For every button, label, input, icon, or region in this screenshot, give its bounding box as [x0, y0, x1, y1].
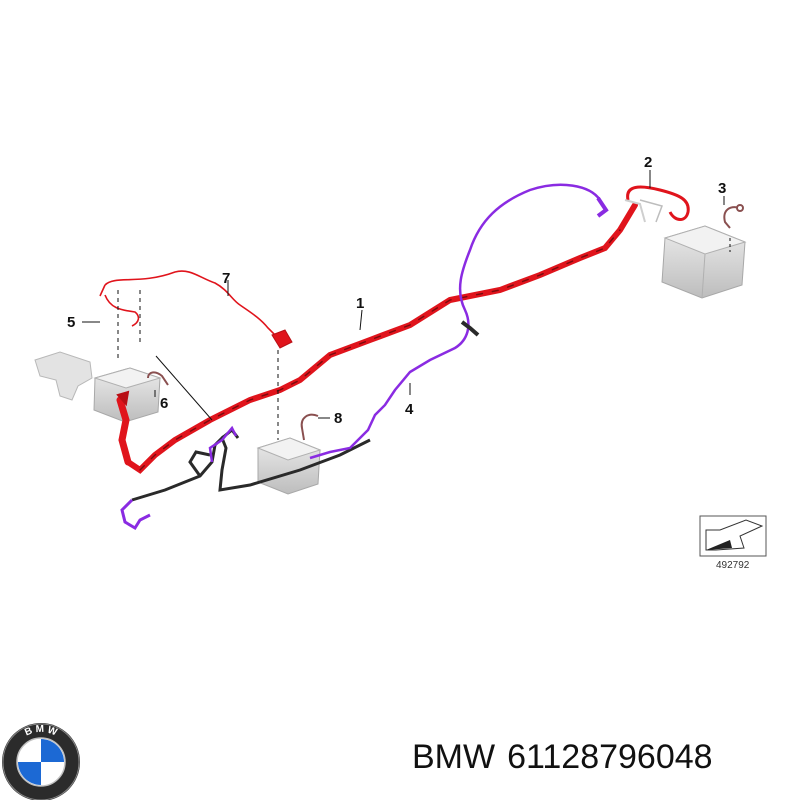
callout-6: 6 — [160, 395, 168, 412]
callout-3: 3 — [718, 180, 726, 197]
logo-text: B M W — [23, 724, 59, 739]
cable-8 — [300, 413, 319, 441]
cable-3 — [723, 204, 744, 229]
positive-cable-2 — [624, 185, 690, 223]
positive-cable — [116, 202, 638, 474]
harness-cable — [131, 427, 371, 502]
callout-7: 7 — [222, 270, 230, 287]
callout-8: 8 — [334, 410, 342, 427]
cable-6 — [147, 371, 169, 386]
callout-5: 5 — [67, 314, 75, 331]
battery-icon — [256, 437, 322, 495]
negative-cable — [120, 183, 609, 531]
cable-7 — [99, 270, 281, 341]
battery-icon — [661, 225, 747, 299]
bracket-part — [34, 351, 93, 401]
part-number: 61128796048 — [507, 738, 713, 776]
callout-4: 4 — [405, 401, 414, 418]
callout-2: 2 — [644, 154, 652, 171]
bmw-roundel-icon: B M W — [2, 723, 80, 800]
brand-name: BMW — [412, 738, 496, 776]
leader-lines — [82, 170, 731, 440]
part-caption: BMW 61128796048 — [412, 738, 713, 777]
callout-1: 1 — [356, 295, 364, 312]
view-direction-icon — [699, 515, 767, 557]
reference-number: 492792 — [716, 560, 750, 571]
